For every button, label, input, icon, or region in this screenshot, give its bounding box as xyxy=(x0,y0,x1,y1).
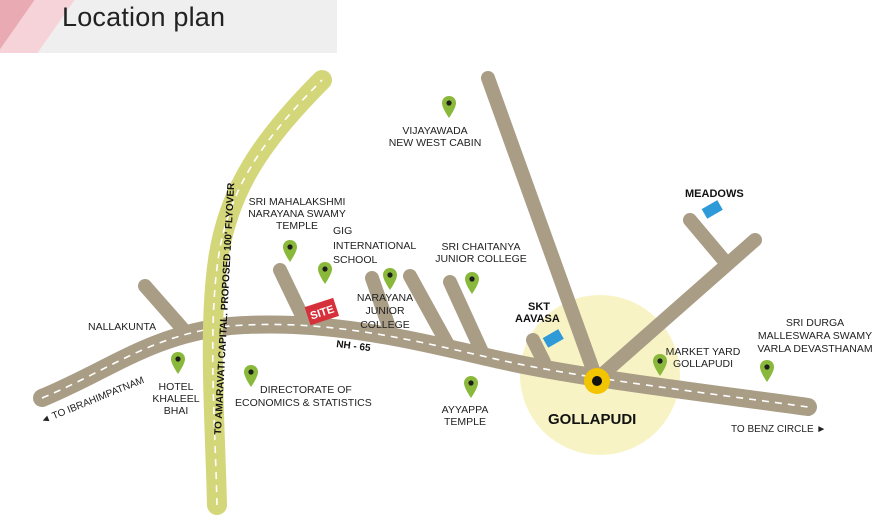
road-meadows-spur xyxy=(683,213,729,265)
road-mahalakshmi xyxy=(273,263,312,329)
skt-aavasa-label: SKT AAVASA xyxy=(515,301,560,325)
nallakunta-label: NALLAKUNTA xyxy=(88,321,156,333)
to-benz-circle-label: TO BENZ CIRCLE ► xyxy=(731,424,826,435)
svg-text:VIJAYAWADA: VIJAYAWADA xyxy=(402,125,467,137)
svg-text:NARAYANA: NARAYANA xyxy=(357,292,413,304)
nh-65-centerline xyxy=(41,323,809,408)
road-vijayawada xyxy=(481,71,603,385)
svg-text:AYYAPPA: AYYAPPA xyxy=(442,404,489,416)
road-chaitanya xyxy=(443,275,489,359)
mahalakshmi-pin-icon xyxy=(283,240,297,262)
svg-text:JUNIOR COLLEGE: JUNIOR COLLEGE xyxy=(435,253,527,265)
road-narayana xyxy=(365,271,397,337)
road-narayana-college xyxy=(403,269,455,352)
svg-text:BHAI: BHAI xyxy=(164,405,189,417)
road-meadows xyxy=(589,233,762,387)
gollapudi-center-dot xyxy=(592,376,602,386)
ayyappa-label: AYYAPPA TEMPLE xyxy=(442,404,489,428)
meadows-marker xyxy=(701,200,723,219)
svg-text:SKT: SKT xyxy=(528,301,550,313)
market-yard-label: MARKET YARD GOLLAPUDI xyxy=(666,346,741,370)
ayyappa-pin-icon xyxy=(464,376,478,398)
svg-text:MALLESWARA SWAMY: MALLESWARA SWAMY xyxy=(758,330,872,342)
svg-text:HOTEL: HOTEL xyxy=(158,381,193,393)
site-marker: SITE xyxy=(304,297,340,326)
durga-temple-label: SRI DURGA MALLESWARA SWAMY VARLA DEVASTH… xyxy=(757,317,872,355)
svg-text:JUNIOR: JUNIOR xyxy=(365,305,405,317)
vijayawada-pin-icon xyxy=(442,96,456,118)
mahalakshmi-label: SRI MAHALAKSHMI NARAYANA SWAMY TEMPLE xyxy=(248,196,346,232)
chaitanya-college-label: SRI CHAITANYA JUNIOR COLLEGE xyxy=(435,241,527,265)
svg-text:INTERNATIONAL: INTERNATIONAL xyxy=(333,240,416,252)
page-title: Location plan xyxy=(62,2,226,32)
gollapudi-label: GOLLAPUDI xyxy=(548,411,636,428)
svg-text:MARKET YARD: MARKET YARD xyxy=(666,346,741,358)
svg-text:VARLA DEVASTHANAM: VARLA DEVASTHANAM xyxy=(757,343,872,355)
hotel-pin-icon xyxy=(171,352,185,374)
durga-temple-pin-icon xyxy=(760,360,774,382)
directorate-pin-icon xyxy=(244,365,258,387)
side-roads xyxy=(138,71,762,387)
road-skt xyxy=(526,333,551,369)
svg-text:TEMPLE: TEMPLE xyxy=(444,416,486,428)
narayana-college-label: NARAYANA JUNIOR COLLEGE xyxy=(357,292,413,331)
svg-text:SRI DURGA: SRI DURGA xyxy=(786,317,844,329)
svg-text:SRI MAHALAKSHMI: SRI MAHALAKSHMI xyxy=(249,196,346,208)
svg-text:KHALEEL: KHALEEL xyxy=(152,393,199,405)
nh-65-label: NH - 65 xyxy=(336,339,372,354)
svg-text:GIG: GIG xyxy=(333,225,352,237)
vijayawada-label: VIJAYAWADA NEW WEST CABIN xyxy=(389,125,482,149)
svg-text:SRI CHAITANYA: SRI CHAITANYA xyxy=(442,241,521,253)
directorate-label: DIRECTORATE OF ECONOMICS & STATISTICS xyxy=(235,384,372,409)
narayana-college-pin-icon xyxy=(383,268,397,290)
hotel-label: HOTEL KHALEEL BHAI xyxy=(152,381,199,417)
svg-text:DIRECTORATE OF: DIRECTORATE OF xyxy=(260,384,352,396)
svg-text:NARAYANA SWAMY: NARAYANA SWAMY xyxy=(248,208,346,220)
meadows-label: MEADOWS xyxy=(685,188,744,200)
chaitanya-college-pin-icon xyxy=(465,272,479,294)
road-nallakunta xyxy=(138,279,189,335)
svg-text:AAVASA: AAVASA xyxy=(515,313,560,325)
svg-text:SCHOOL: SCHOOL xyxy=(333,254,378,266)
location-plan-header: Location plan xyxy=(0,0,337,53)
gig-school-pin-icon xyxy=(318,262,332,284)
svg-text:COLLEGE: COLLEGE xyxy=(360,319,410,331)
flyover-centerline xyxy=(211,79,323,506)
skt-aavasa-marker xyxy=(542,329,564,348)
svg-text:GOLLAPUDI: GOLLAPUDI xyxy=(673,358,733,370)
svg-text:TEMPLE: TEMPLE xyxy=(276,220,318,232)
gig-school-label: GIG INTERNATIONAL SCHOOL xyxy=(333,225,416,266)
svg-text:NEW WEST CABIN: NEW WEST CABIN xyxy=(389,137,482,149)
svg-text:ECONOMICS & STATISTICS: ECONOMICS & STATISTICS xyxy=(235,397,372,409)
